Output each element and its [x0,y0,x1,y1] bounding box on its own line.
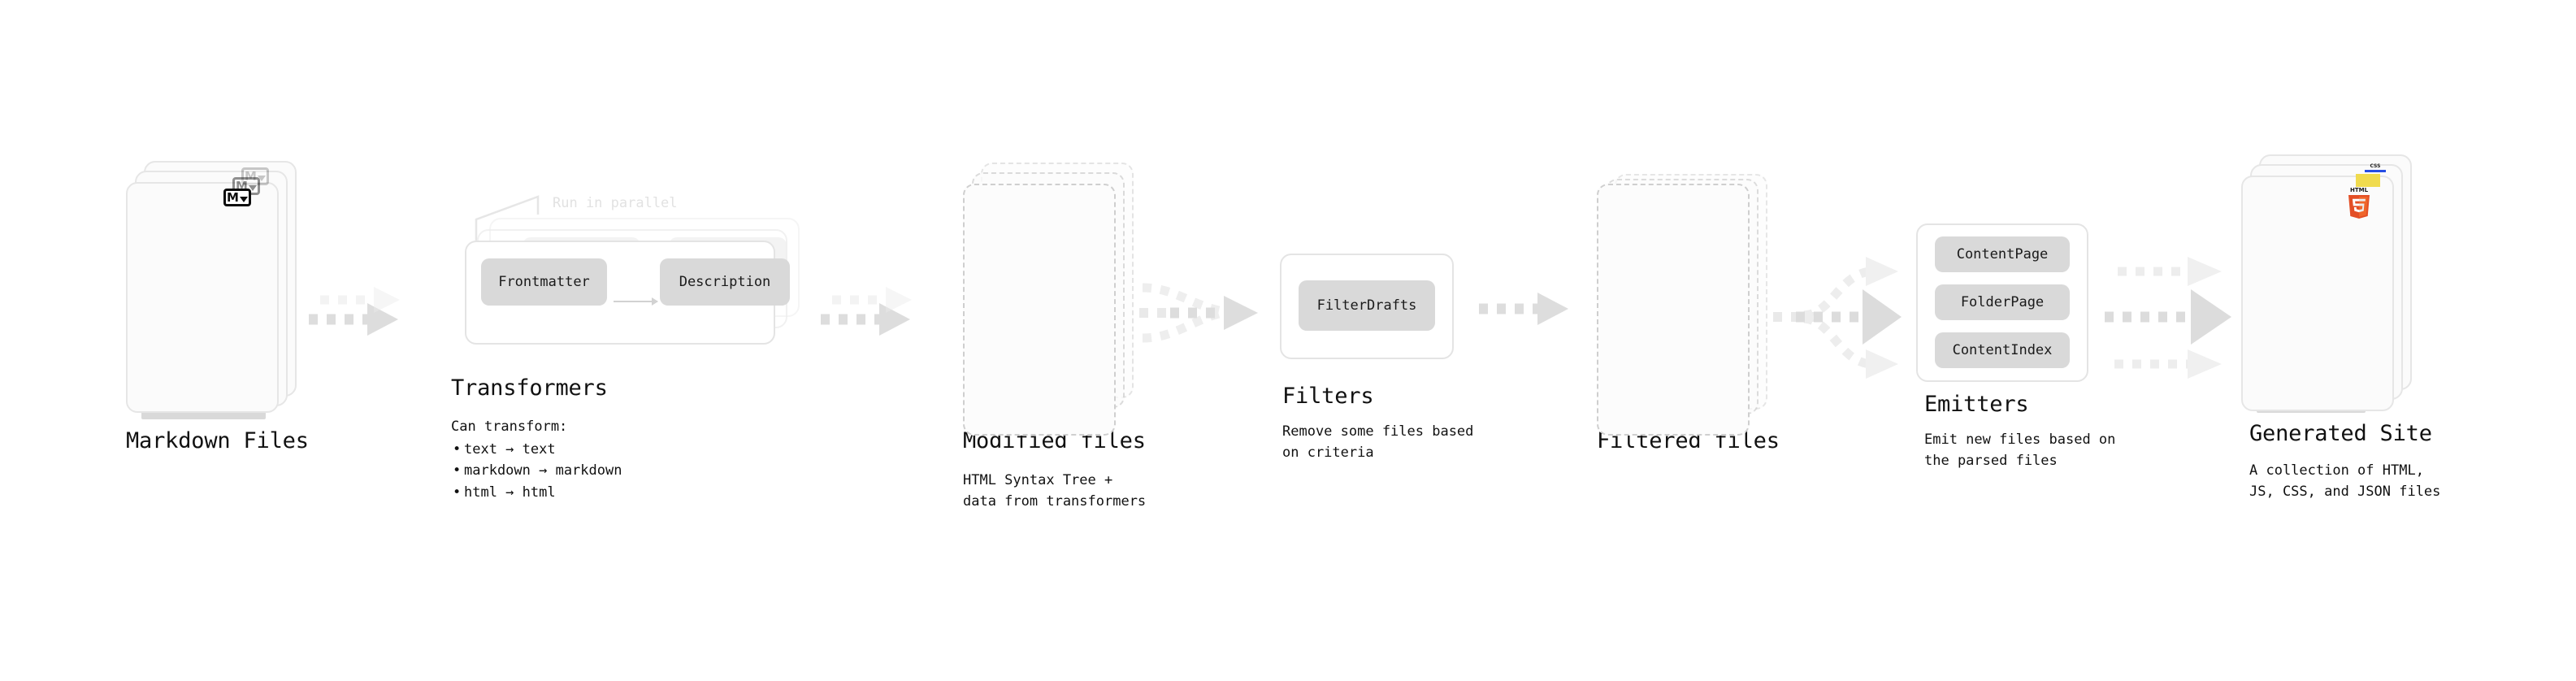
emitter-pill-contentindex[interactable]: ContentIndex [1935,332,2070,368]
markdown-files-stack: M M M [126,161,297,419]
markdown-card-front [126,182,279,413]
capability-item: markdown → markdown [451,460,622,482]
filters-title: Filters [1282,384,1374,409]
filtered-files-stack [1597,163,1767,436]
flow-arrow-2 [821,280,918,337]
transformer-arrow [614,297,658,306]
emitter-pill-contentpage[interactable]: ContentPage [1935,236,2070,272]
css3-icon: CSS [2365,163,2386,172]
markdown-icon-arrow [239,196,248,202]
filters-description: Remove some files based on criteria [1282,423,1474,462]
javascript-icon [2356,174,2380,187]
html5-icon: HTML [2345,185,2373,223]
filter-pill-filterdrafts[interactable]: FilterDrafts [1299,280,1435,331]
emitter-pill-folderpage[interactable]: FolderPage [1935,284,2070,320]
flow-arrow-3 [1138,268,1268,358]
transformers-title: Transformers [451,375,608,401]
svg-text:HTML: HTML [2350,187,2369,193]
transformers-capabilities: text → text markdown → markdown html → h… [451,439,622,503]
markdown-icon: M [223,189,251,206]
markdown-icon-back-2: M [241,167,269,185]
generated-card-front [2241,176,2394,411]
emitters-title: Emitters [1924,392,2029,417]
flow-arrow-6 [2103,244,2241,390]
emitters-description: Emit new files based on the parsed files [1924,432,2116,470]
flow-arrow-5 [1772,244,1906,390]
transformer-pill-frontmatter[interactable]: Frontmatter [481,258,607,306]
capability-item: html → html [451,482,622,504]
generated-site-description: A collection of HTML, JS, CSS, and JSON … [2249,462,2441,501]
css3-icon-underline [2365,170,2386,172]
generated-site-title: Generated Site [2249,421,2432,446]
css3-icon-label: CSS [2370,163,2381,169]
run-in-parallel-label: Run in parallel [553,195,678,211]
flow-arrow-4 [1479,288,1576,329]
capability-item: text → text [451,439,622,461]
modified-card-front [963,184,1116,436]
transformer-pill-description[interactable]: Description [660,258,790,306]
markdown-files-title: Markdown Files [126,428,309,453]
run-in-parallel-leader [475,193,580,242]
transformers-subheading: Can transform: [451,419,568,435]
modified-files-stack [963,163,1134,436]
filtered-card-front [1597,184,1750,436]
flow-arrow-1 [309,280,406,337]
generated-site-stack: CSS HTML [2241,154,2412,413]
markdown-icon-letter: M [227,189,239,205]
modified-files-description: HTML Syntax Tree + data from transformer… [963,472,1147,510]
